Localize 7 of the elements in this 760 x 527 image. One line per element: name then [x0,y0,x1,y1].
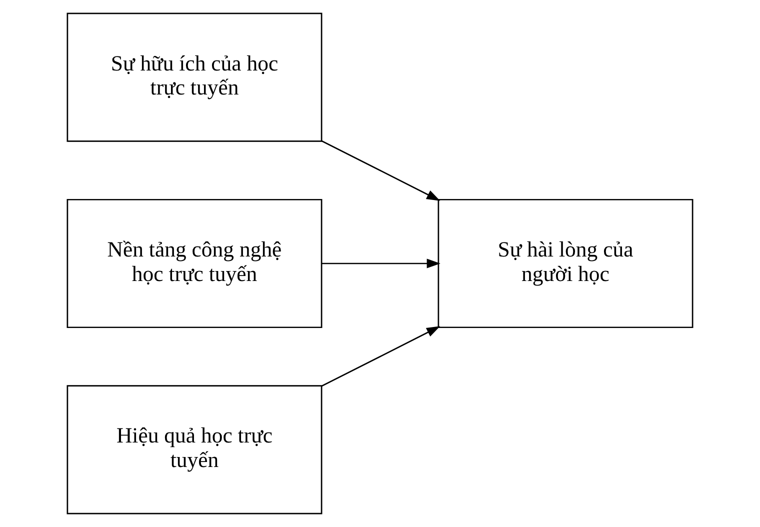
node-box: Hiệu quả học trực tuyến [66,385,322,514]
node-box: Nền tảng công nghệ học trực tuyến [66,198,322,328]
arrow [321,326,440,387]
node-box: Sự hữu ích của học trực tuyến [66,12,322,142]
node-box: Sự hài lòng của người học [438,198,694,328]
arrow [321,140,440,201]
arrow [322,258,440,268]
